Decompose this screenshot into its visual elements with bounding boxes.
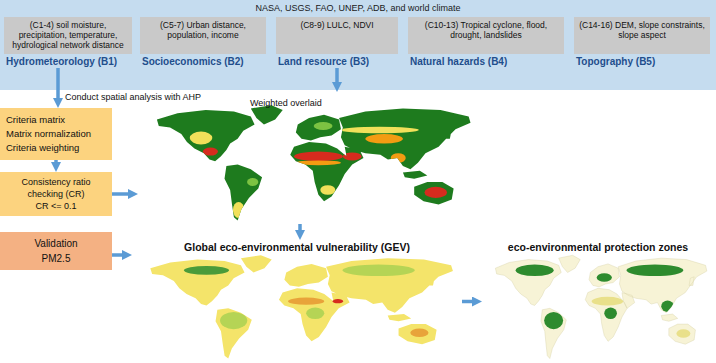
map-patch: [296, 160, 341, 165]
source-box: (C10-13) Tropical cyclone, flood, drough…: [408, 17, 564, 54]
group-heading: Natural hazards (B4): [408, 56, 564, 68]
map-patches: [184, 265, 429, 337]
criteria-group: (C10-13) Tropical cyclone, flood, drough…: [408, 17, 564, 68]
map-heading: eco-environmental protection zones: [482, 240, 714, 254]
map-heading: Global eco-environmental vulnerability (…: [132, 240, 462, 254]
map-patch: [203, 148, 218, 156]
map-patch: [306, 308, 324, 319]
check-text: Consistency ratio checking (CR): [5, 176, 107, 200]
criteria-text: (C8-9) LULC, NDVI: [280, 20, 394, 30]
criteria-text: (C10-13) Tropical cyclone, flood, drough…: [412, 20, 560, 40]
criteria-group: (C14-16) DEM, slope constraints, slope a…: [574, 17, 710, 68]
flow-arrow: [462, 300, 477, 304]
criteria-group: (C5-7) Urban distance, population, incom…: [140, 17, 266, 68]
group-heading: Land resource (B3): [276, 56, 398, 68]
connectors: [56, 68, 477, 302]
source-box: (C8-9) LULC, NDVI: [276, 17, 398, 54]
flow-arrow: [335, 68, 339, 87]
map-patch: [247, 178, 258, 186]
group-heading: Socioeconomics (B2): [140, 56, 266, 68]
map-patch: [332, 299, 343, 303]
land-fill: [150, 255, 453, 358]
map-patch: [604, 308, 617, 319]
map-patches: [190, 122, 447, 218]
vulnerability-map: [157, 105, 471, 220]
criteria-group: (C8-9) LULC, NDVI Land resource (B3): [276, 17, 398, 68]
validation-text: Validation: [6, 236, 106, 251]
criteria-text: (C14-16) DEM, slope constraints, slope a…: [578, 20, 706, 40]
flow-arrow: [112, 253, 127, 257]
map-patches: [516, 265, 691, 338]
gev-map: [150, 255, 453, 358]
source-title: NASA, USGS, FAO, UNEP, ADB, and world cl…: [0, 0, 716, 14]
map-panel: Global eco-environmental vulnerability (…: [132, 240, 462, 363]
map-patch: [343, 152, 362, 160]
map-patch: [626, 265, 683, 276]
map-heading: Weighted overlaid: [250, 98, 322, 109]
map-patch: [314, 122, 333, 130]
land-fill: [495, 255, 706, 358]
protection-map: [495, 255, 706, 358]
map-patch: [676, 329, 690, 338]
map-panel: Weighted overlaid: [138, 92, 478, 224]
map-patch: [233, 202, 244, 218]
group-heading: Hydrometeorology (B1): [4, 56, 132, 68]
flow-arrow: [112, 192, 133, 196]
map-patch: [592, 297, 624, 306]
ahp-steps-box: Criteria matrixMatrix normalizationCrite…: [0, 108, 112, 160]
step-text: Criteria matrix: [6, 113, 106, 127]
check-text: CR <= 0.1: [5, 200, 107, 212]
consistency-box: Consistency ratio checking (CR)CR <= 0.1: [0, 172, 112, 216]
map-patch: [294, 152, 343, 162]
criteria-text: (C5-7) Urban distance, population, incom…: [144, 20, 262, 40]
flow-arrow: [56, 68, 60, 103]
flow-arrow: [298, 224, 302, 235]
source-box: (C1-4) soil moisture, precipitation, tem…: [4, 17, 132, 54]
map-patch: [544, 312, 563, 329]
map-patch: [184, 266, 229, 275]
criteria-group: (C1-4) soil moisture, precipitation, tem…: [4, 17, 132, 68]
validation-box: ValidationPM2.5: [0, 232, 112, 270]
map-patch: [391, 153, 406, 163]
map-patch: [288, 298, 324, 305]
map-patch: [342, 265, 414, 276]
map-patch: [516, 265, 554, 276]
map-panel: eco-environmental protection zones: [482, 240, 714, 363]
map-patch: [661, 300, 674, 311]
map-patch: [425, 187, 448, 198]
edge-label: Conduct spatial analysis with AHP: [64, 92, 202, 103]
land-fill: [157, 105, 471, 220]
map-patch: [190, 132, 213, 145]
map-patch: [597, 273, 612, 282]
source-band-fill: [0, 0, 716, 90]
step-text: Matrix normalization: [6, 127, 106, 141]
criteria-text: (C1-4) soil moisture, precipitation, tem…: [8, 20, 128, 51]
source-band: (C1-4) soil moisture, precipitation, tem…: [0, 0, 716, 90]
map-patch: [365, 134, 403, 144]
source-box: (C5-7) Urban distance, population, incom…: [140, 17, 266, 54]
map-patch: [220, 312, 247, 329]
source-box: (C14-16) DEM, slope constraints, slope a…: [574, 17, 710, 54]
validation-text: PM2.5: [6, 251, 106, 266]
flow-arrow: [54, 160, 58, 167]
map-patch: [320, 185, 335, 195]
map-patch: [340, 127, 419, 133]
group-heading: Topography (B5): [574, 56, 710, 68]
map-patch: [410, 328, 428, 337]
step-text: Criteria weighting: [6, 141, 106, 155]
